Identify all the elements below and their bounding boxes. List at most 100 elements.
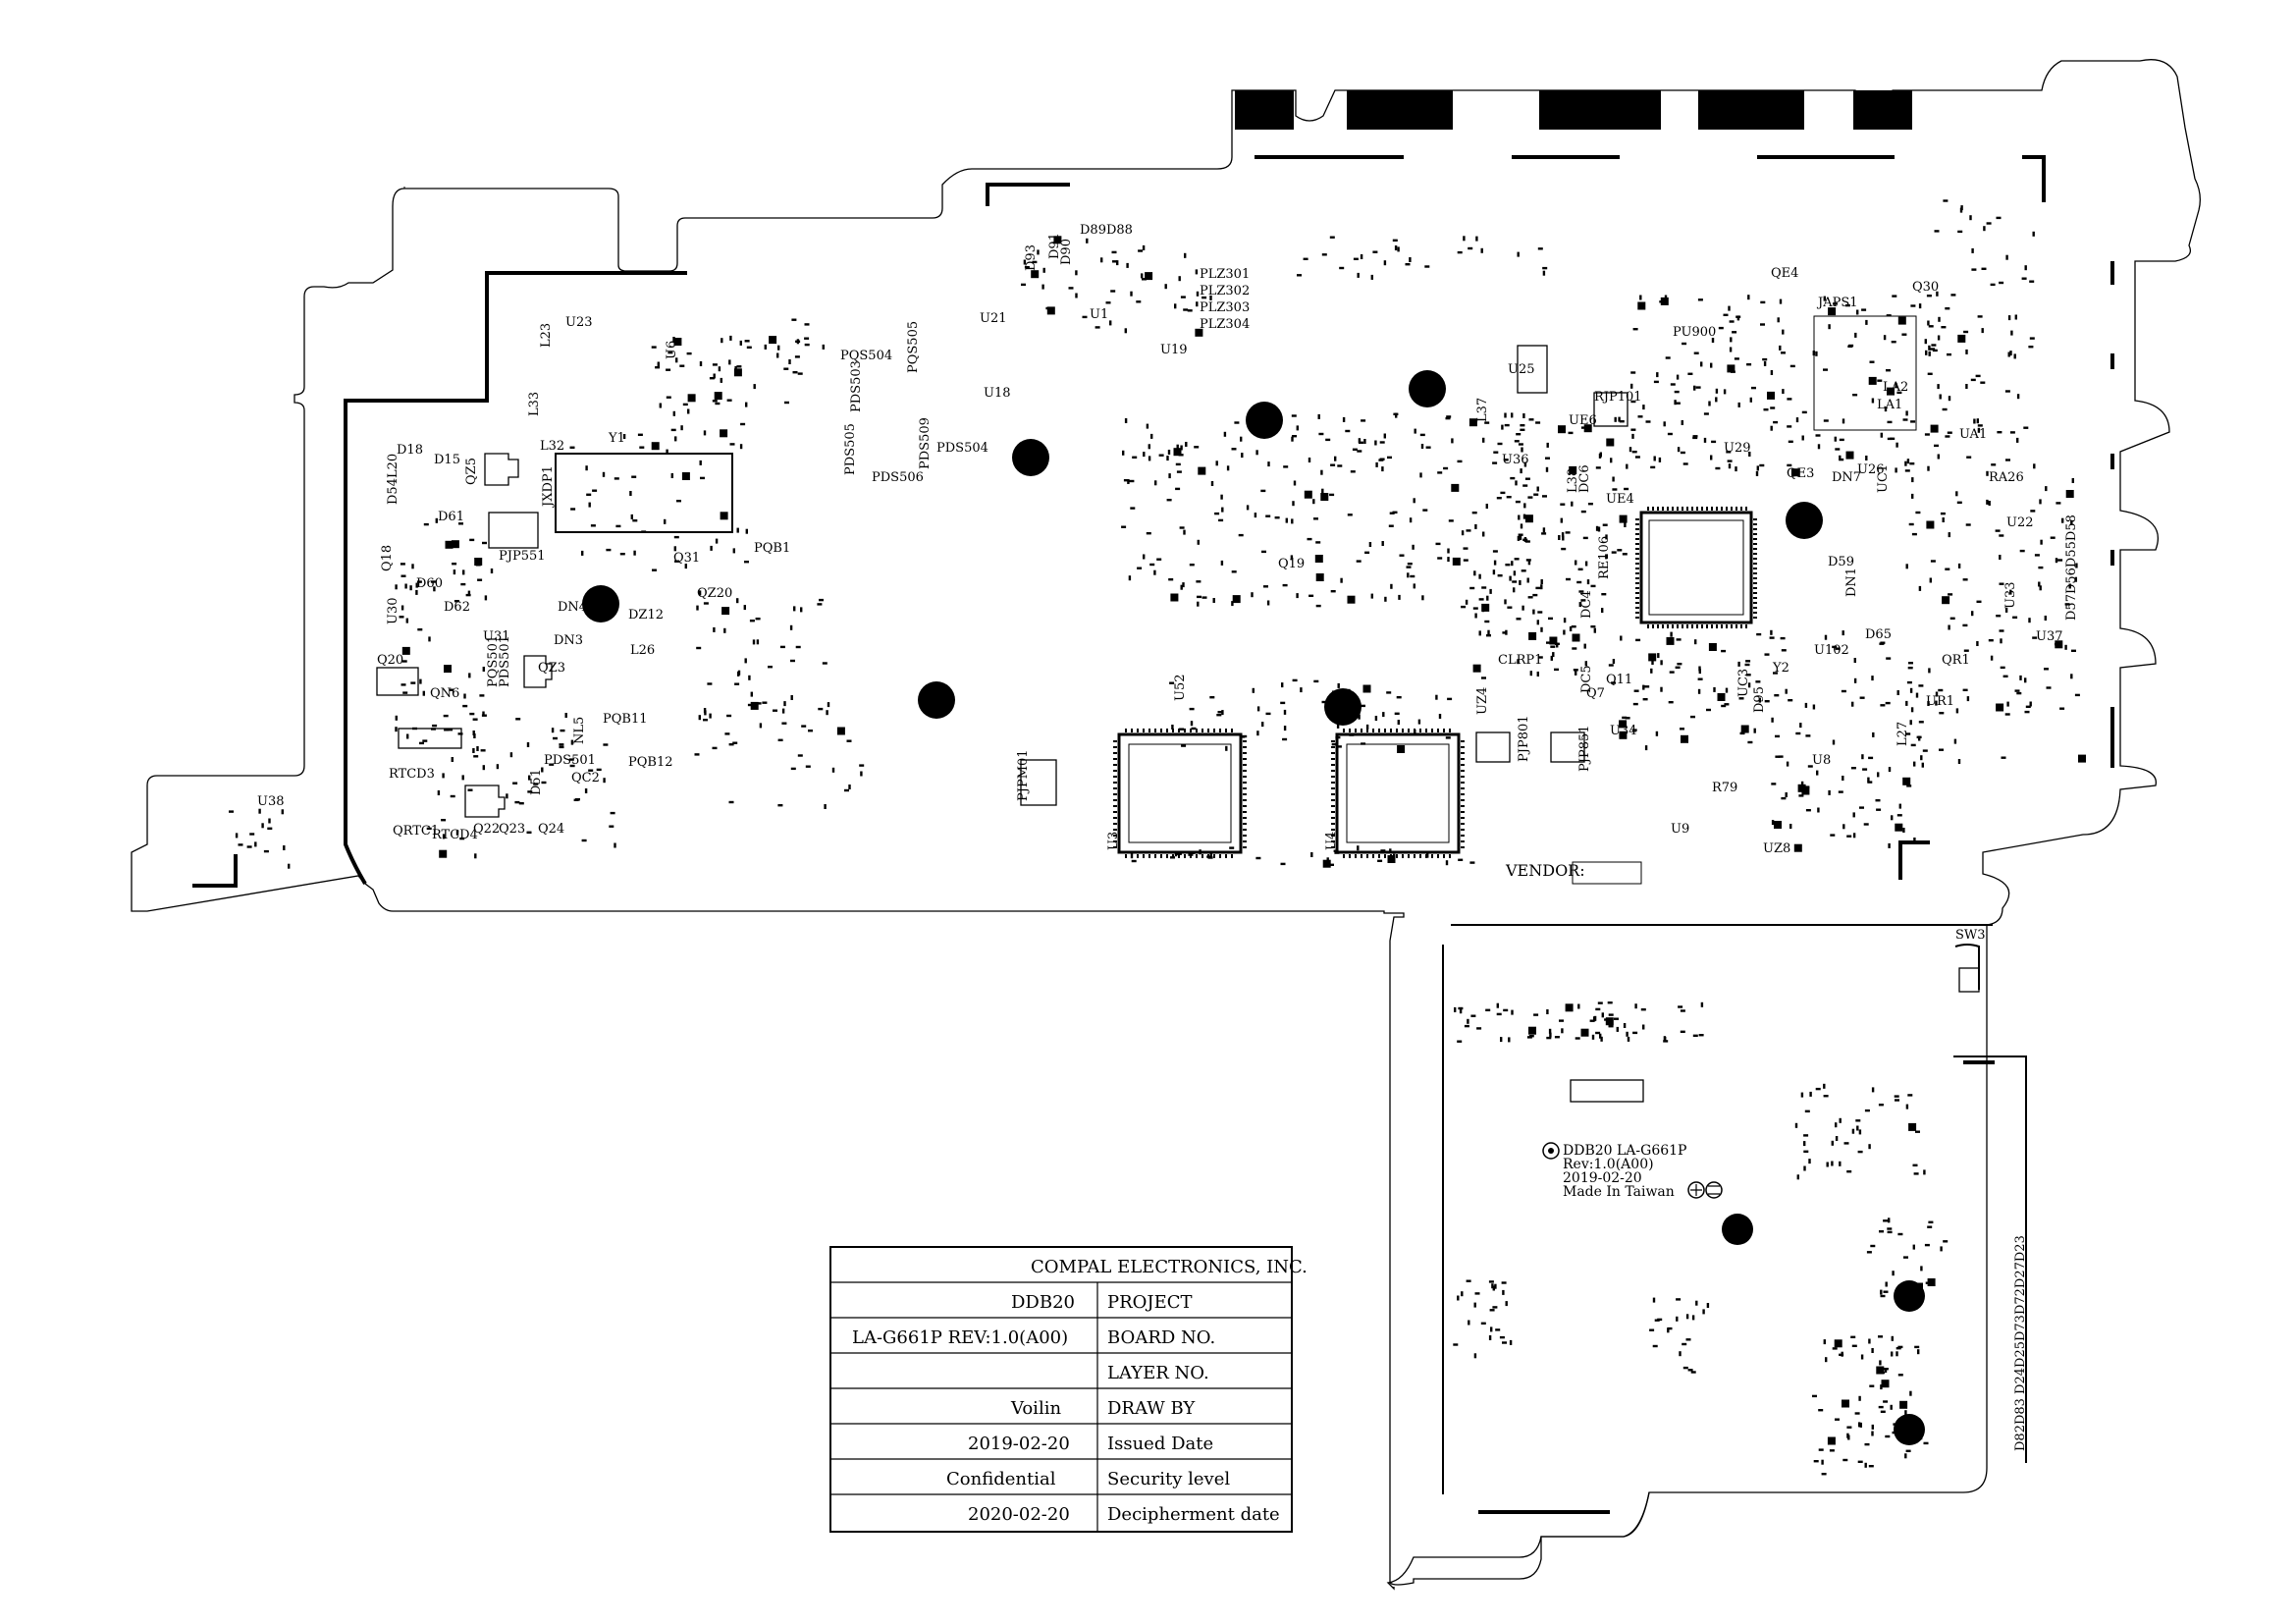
ic-pin [1461,846,1465,848]
smd-pad [1901,333,1907,336]
smd-pad [482,541,487,545]
smd-pad [1861,754,1864,760]
smd-pad [1405,263,1411,266]
smd-pad [431,728,436,731]
smd-pad [1854,1412,1860,1415]
smd-pad [1529,671,1532,677]
smd-pad [1516,618,1522,621]
smd-pad [1226,465,1230,471]
smd-pad [1560,503,1566,506]
smd-pad [1466,529,1471,532]
ic-pin [1461,799,1465,801]
smd-pad [1637,301,1646,310]
smd-pad [1190,851,1196,854]
smd-pad [1962,623,1968,627]
label-re106: RE106 [1597,536,1612,579]
smd-pad [1667,432,1673,436]
smd-pad [1100,257,1103,263]
smd-pad [1307,537,1312,541]
smd-pad [1335,735,1341,739]
smd-pad [1461,530,1465,536]
smd-pad [696,646,702,650]
smd-pad [1320,493,1329,501]
smd-pad [1046,306,1055,315]
smd-pad [1180,296,1186,298]
smd-pad [1884,1368,1888,1373]
smd-pad [281,809,284,815]
smd-pad [762,701,768,704]
smd-pad [1908,1122,1917,1131]
smd-pad [1929,577,1932,583]
smd-pad [718,366,721,372]
smd-pad [733,368,742,377]
label-u31: U31 [483,629,510,644]
smd-pad [1868,756,1874,760]
smd-pad [1292,678,1298,682]
smd-pad [1932,349,1938,352]
smd-pad [1540,626,1543,632]
smd-pad [1904,460,1907,466]
smd-pad [263,849,269,853]
smd-pad [1214,512,1220,515]
label-ue6: UE6 [1569,413,1597,428]
smd-pad [1896,690,1899,695]
label-d89d88: D89D88 [1080,223,1133,238]
smd-pad [1680,1030,1685,1033]
smd-pad [1504,599,1507,605]
label-pqb12: PQB12 [628,755,673,770]
smd-pad [1880,432,1883,438]
smd-pad [2005,254,2008,260]
smd-pad [1194,446,1200,449]
smd-pad [1492,550,1498,553]
ic-pin [1172,729,1174,732]
smd-pad [1867,781,1873,784]
smd-pad [1535,586,1541,590]
smd-pad [1969,215,1972,221]
ic-pin [1711,507,1713,511]
smd-pad [729,443,735,446]
smd-pad [1565,531,1571,534]
smd-pad [1481,677,1486,679]
smd-pad [750,701,759,710]
ic-pin [1131,854,1133,858]
smd-pad [703,708,707,713]
title-block-key-board: BOARD NO. [1107,1327,1215,1348]
smd-pad [734,682,740,685]
smd-pad [1315,541,1321,544]
smd-pad [1915,1282,1923,1291]
smd-pad [793,606,796,612]
title-block-value-draw: Voilin [1010,1398,1061,1419]
label-d93: D93 [1024,244,1039,271]
smd-pad [789,624,793,630]
smd-pad [1812,351,1815,356]
smd-pad [1509,575,1512,581]
smd-pad [1389,512,1395,514]
label-pds509: PDS509 [918,417,933,469]
smd-pad [1872,731,1875,737]
smd-pad [713,373,716,379]
smd-pad [1788,440,1793,443]
smd-pad [1656,372,1659,378]
smd-pad [790,695,793,700]
ic-pin [1113,776,1117,778]
smd-pad [1313,679,1319,683]
smd-pad [1630,400,1636,404]
ic-pin [1137,854,1139,858]
ic-pin [1745,624,1747,628]
smd-pad [1136,300,1142,303]
ic-pin [1331,817,1335,819]
smd-pad [673,338,682,346]
ic-pin [1677,507,1679,511]
smd-pad [1414,428,1416,434]
label-uz8: UZ8 [1763,841,1790,856]
label-q18: Q18 [380,545,395,571]
smd-pad [1490,1326,1493,1332]
label-dn1: DN1 [1844,568,1859,597]
ic-pin [1331,829,1335,831]
smd-pad [1780,636,1786,640]
smd-pad [1674,400,1677,406]
smd-pad [1537,656,1543,659]
smd-pad [1614,416,1617,422]
smd-pad [1803,1165,1806,1171]
ic-pin [1753,587,1757,589]
